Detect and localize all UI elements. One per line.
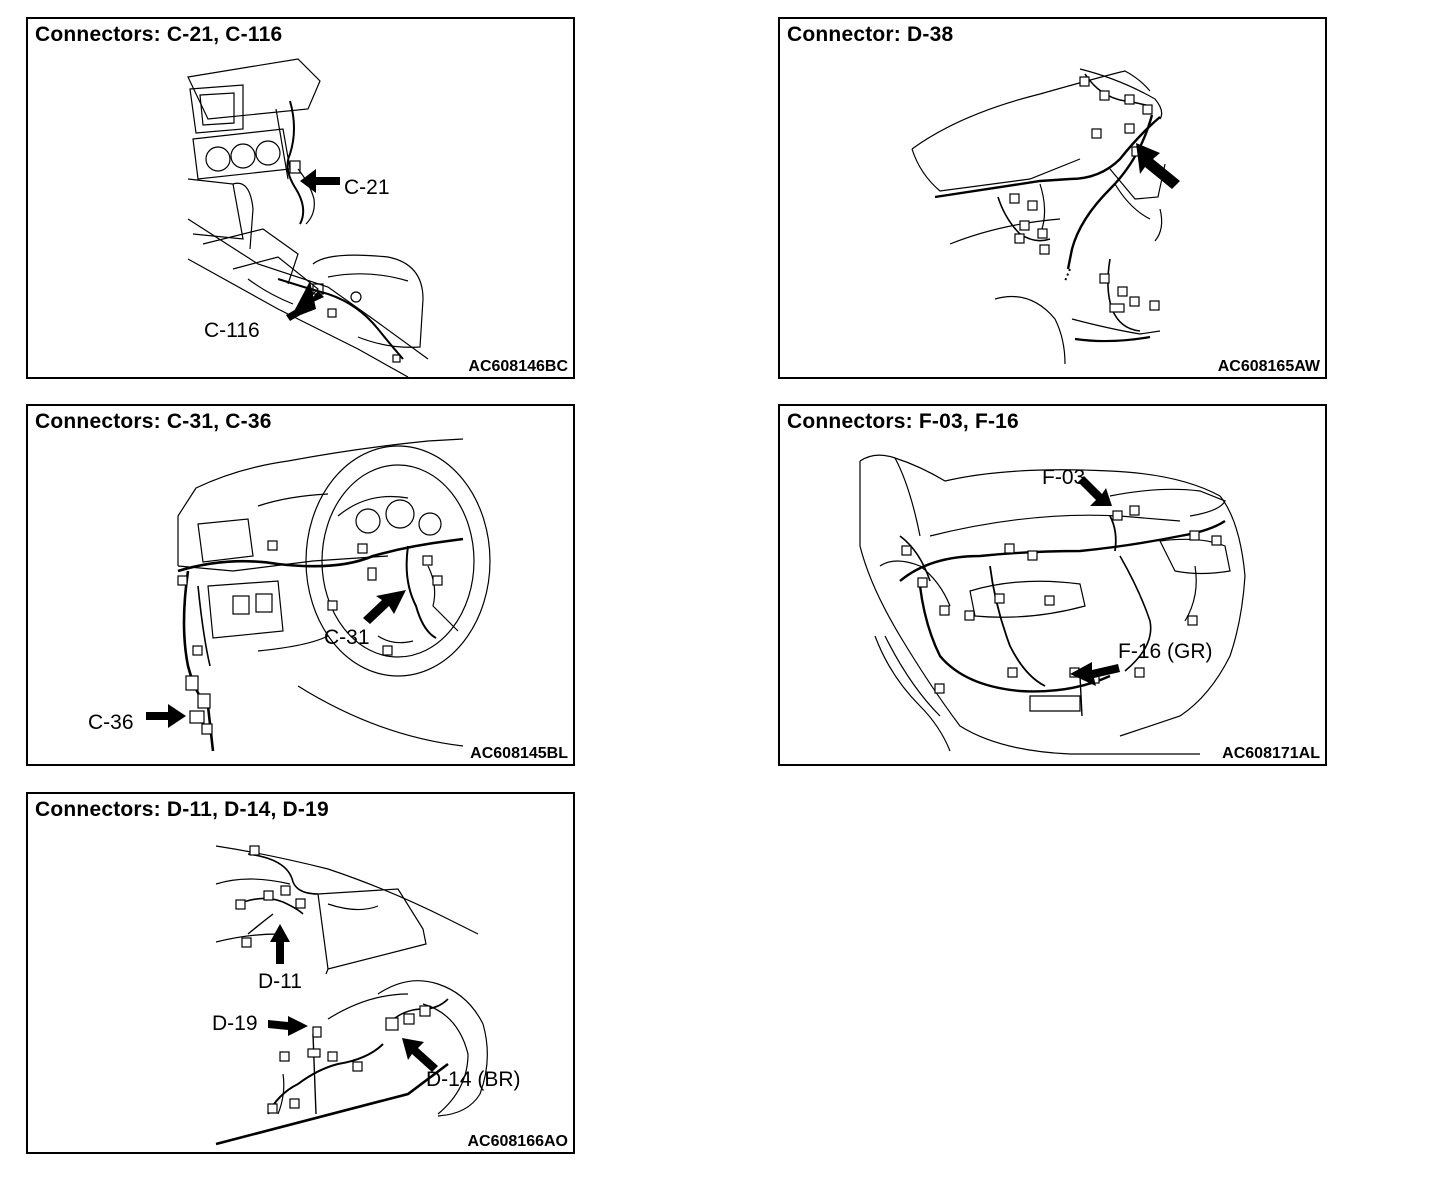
figure-code: AC608171AL (1222, 745, 1320, 762)
label-f16: F-16 (GR) (1118, 640, 1213, 663)
d11-arrow (270, 924, 290, 964)
panel-title: Connectors: C-31, C-36 (35, 410, 272, 433)
f16-arrow (1070, 662, 1120, 686)
trunk-lid-drawing (911, 68, 1180, 365)
figure-code: AC608166AO (467, 1133, 569, 1150)
label-c116: C-116 (204, 319, 260, 342)
panel-title: Connectors: D-11, D-14, D-19 (35, 798, 329, 821)
rear-quarter-drawing: D-11 D-19 D-14 (BR) (212, 845, 521, 1146)
rear-body-drawing: F-03 F-16 (GR) (859, 454, 1246, 755)
connector-panel-c21-c116: C-21 C-116 Connectors: C-21, C-116 AC608… (26, 17, 575, 379)
figure-code: AC608165AW (1217, 358, 1320, 375)
label-c21: C-21 (344, 176, 390, 199)
panel-title: Connectors: C-21, C-116 (35, 23, 283, 46)
c36-arrow (146, 704, 186, 728)
c31-arrow (363, 590, 406, 624)
d38-arrow (1136, 143, 1180, 189)
c116-arrow (290, 281, 316, 319)
label-d11: D-11 (258, 970, 302, 993)
figure-code: AC608146BC (468, 358, 568, 375)
center-console-drawing: C-21 C-116 (187, 58, 429, 377)
connector-panel-c31-c36: C-31 C-36 Connectors: C-31, C-36 AC60814… (26, 404, 575, 766)
figure-code: AC608145BL (470, 745, 568, 762)
panel-title: Connector: D-38 (787, 23, 954, 46)
instrument-panel-drawing: C-31 C-36 (88, 438, 491, 752)
label-c31: C-31 (324, 626, 370, 649)
d19-arrow (268, 1016, 308, 1036)
label-d14: D-14 (BR) (426, 1068, 521, 1091)
label-d19: D-19 (212, 1012, 258, 1035)
label-c36: C-36 (88, 711, 134, 734)
d14-arrow (402, 1038, 438, 1072)
connector-panel-d38: Connector: D-38 AC608165AW (778, 17, 1327, 379)
connector-panel-f03-f16: F-03 F-16 (GR) Connectors: F-03, F-16 AC… (778, 404, 1327, 766)
f03-arrow (1078, 476, 1112, 506)
connector-panel-d11-d14-d19: D-11 D-19 D-14 (BR) Connectors: D-11, D-… (26, 792, 575, 1154)
c21-arrow (300, 169, 340, 193)
panel-title: Connectors: F-03, F-16 (787, 410, 1019, 433)
label-f03: F-03 (1042, 466, 1085, 489)
